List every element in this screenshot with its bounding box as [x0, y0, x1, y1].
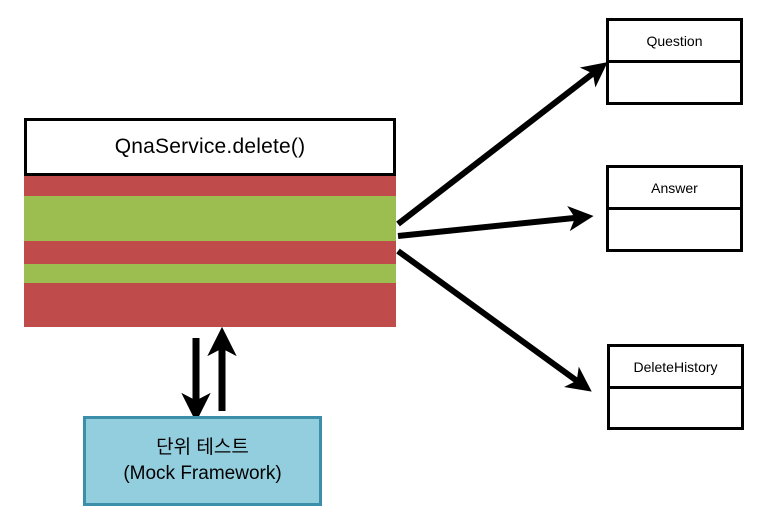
arrow-service-to-answer [397, 206, 594, 239]
entity-body [609, 210, 740, 249]
entity-title: Answer [609, 168, 740, 210]
service-title-label: QnaService.delete() [114, 135, 306, 158]
unit-test-box: 단위 테스트 (Mock Framework) [83, 416, 322, 506]
service-stripe-5 [24, 283, 396, 327]
service-stripe-1 [24, 176, 396, 196]
entity-box-question: Question [606, 18, 743, 105]
arrow-service-to-question [396, 62, 608, 227]
unit-test-label-line1: 단위 테스트 [156, 437, 249, 459]
entity-body [610, 389, 741, 427]
entity-name-label: DeleteHistory [633, 358, 718, 375]
service-stripe-2 [24, 196, 396, 241]
entity-box-deletehistory: DeleteHistory [607, 344, 744, 430]
unit-test-label-line2: (Mock Framework) [123, 463, 282, 484]
arrow-service-to-deletehistory [396, 248, 592, 392]
service-stripe-4 [24, 264, 396, 283]
service-header: QnaService.delete() [24, 118, 396, 176]
entity-name-label: Question [646, 32, 703, 49]
entity-title: Question [609, 21, 740, 63]
entity-box-answer: Answer [606, 165, 743, 252]
entity-body [609, 63, 740, 102]
entity-name-label: Answer [651, 179, 698, 196]
service-under-test: QnaService.delete() [24, 118, 396, 327]
service-stripe-3 [24, 241, 396, 264]
entity-title: DeleteHistory [610, 347, 741, 389]
